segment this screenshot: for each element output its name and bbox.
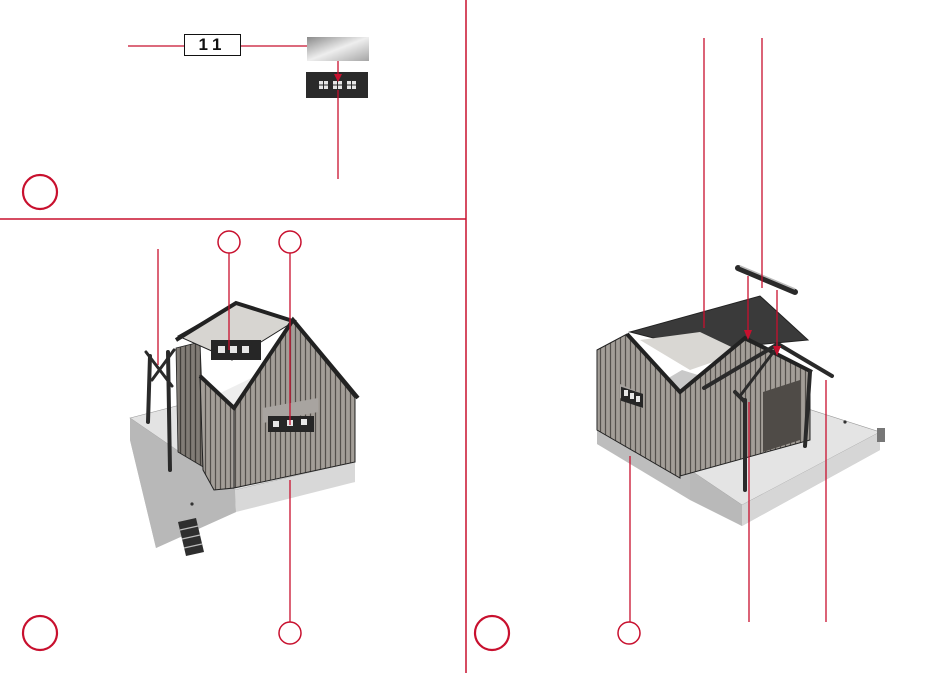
step-marker-c [475, 616, 509, 650]
callout-marker-2 [279, 231, 301, 253]
roof-beam-part [738, 266, 795, 292]
panel-right [475, 38, 885, 650]
part-number-label: 11 [184, 34, 241, 56]
callout-marker-4 [618, 622, 640, 644]
gray-strip-part [307, 37, 369, 61]
panel-bottom-left [23, 231, 358, 650]
panel-top-left [23, 37, 369, 209]
step-marker-b [23, 616, 57, 650]
step-marker-a [23, 175, 57, 209]
callout-marker-3 [279, 622, 301, 644]
callout-marker-1 [218, 231, 240, 253]
